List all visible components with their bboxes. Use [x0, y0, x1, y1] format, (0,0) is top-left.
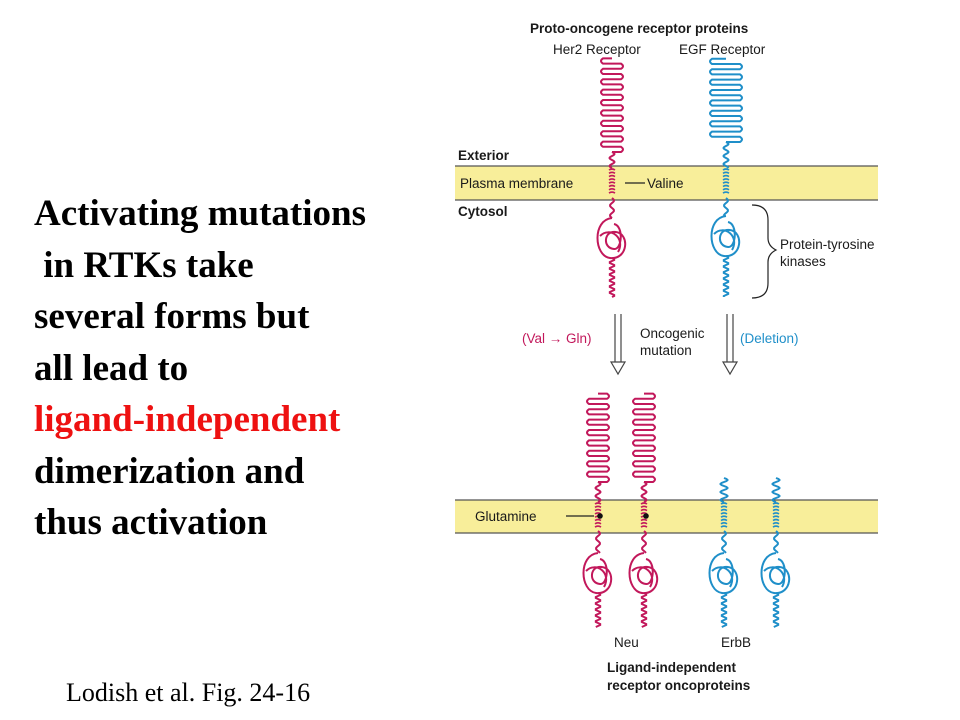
plasma-membrane-top [455, 166, 878, 200]
neu-receptor-a-kinase-domain [582, 552, 612, 595]
text-line-5-highlight: ligand-independent [34, 399, 341, 440]
glutamine-dot-b [643, 513, 649, 519]
plasma-membrane-bottom [455, 500, 878, 533]
erbb-receptor-b-juxtamembrane [773, 530, 779, 554]
erbb-receptor-b-kinase-domain [760, 552, 790, 595]
neu-receptor-b-stalk [640, 481, 648, 503]
text-line-4: all lead to [34, 347, 189, 389]
her2-receptor-tm-helix [608, 168, 616, 194]
neu-receptor-b-kinase-domain [628, 552, 658, 595]
erbb-receptor-b-ecd [771, 477, 781, 503]
neu-receptor-a-stalk [594, 481, 602, 503]
receptor-oncoproteins-label: receptor oncoproteins [607, 678, 750, 693]
egf-receptor-stalk [722, 141, 730, 169]
erbb-receptor-a-juxtamembrane [721, 530, 727, 554]
her2-receptor-tail [608, 257, 616, 298]
citation: Lodish et al. Fig. 24-16 [66, 678, 311, 707]
protein-tyrosine-label: Protein-tyrosine [780, 237, 875, 252]
neu-label: Neu [614, 635, 639, 650]
oncogenic-label: Oncogenic [640, 326, 705, 341]
glutamine-dot-a [597, 513, 603, 519]
figure-title: Proto-oncogene receptor proteins [530, 21, 748, 36]
text-line-1: Activating mutations [34, 193, 366, 234]
erbb-receptor-a-kinase-domain [708, 552, 738, 595]
text-line-6: dimerization and [34, 450, 305, 492]
her2-receptor-juxtamembrane [609, 197, 615, 219]
cytosol-label: Cytosol [458, 204, 508, 219]
exterior-label: Exterior [458, 148, 510, 163]
egf-receptor-tail [722, 255, 730, 297]
text-line-7: thus activation [34, 502, 268, 543]
deletion-label: (Deletion) [740, 331, 799, 346]
slide-text: Activating mutations in RTKs take severa… [34, 188, 366, 549]
receptor-group [582, 57, 790, 628]
text-line-3: several forms but [34, 296, 310, 337]
plasma-membrane-label: Plasma membrane [460, 176, 573, 191]
ligand-independent-label: Ligand-independent [607, 660, 736, 675]
egf-receptor-kinase-domain [710, 215, 740, 258]
erbb-receptor-b-tail [772, 592, 780, 628]
neu-receptor-b-juxtamembrane [641, 530, 647, 554]
neu-receptor-b-ligand-domain [632, 392, 656, 483]
her2-mutation-arrow [609, 314, 627, 376]
egf-receptor-ligand-domain [709, 57, 743, 143]
her2-receptor-kinase-domain [596, 217, 626, 260]
mutation-label: mutation [640, 343, 692, 358]
text-line-2: in RTKs take [34, 244, 254, 286]
neu-receptor-b-tail [640, 592, 648, 628]
erbb-receptor-a-tail [720, 592, 728, 628]
erbb-receptor-b-tm-helix [772, 502, 780, 528]
erbb-receptor-a-ecd [719, 477, 729, 503]
erbb-receptor-a-tm-helix [720, 502, 728, 528]
kinases-label: kinases [780, 254, 826, 269]
neu-receptor-a-tail [594, 592, 602, 628]
val-gln-label: (Val → Gln) [522, 331, 592, 346]
kinase-bracket [751, 204, 778, 299]
glutamine-label: Glutamine [475, 509, 537, 524]
egf-mutation-arrow [721, 314, 739, 376]
her2-receptor-ligand-domain [600, 57, 624, 153]
her2-receptor-label: Her2 Receptor [553, 42, 641, 57]
neu-receptor-a-ligand-domain [586, 392, 610, 483]
erbb-label: ErbB [721, 635, 751, 650]
egf-receptor-tm-helix [722, 168, 730, 194]
egf-receptor-juxtamembrane [723, 197, 729, 216]
valine-label: Valine [647, 176, 684, 191]
her2-receptor-stalk [608, 151, 616, 169]
egf-receptor-label: EGF Receptor [679, 42, 766, 57]
neu-receptor-a-juxtamembrane [595, 530, 601, 554]
